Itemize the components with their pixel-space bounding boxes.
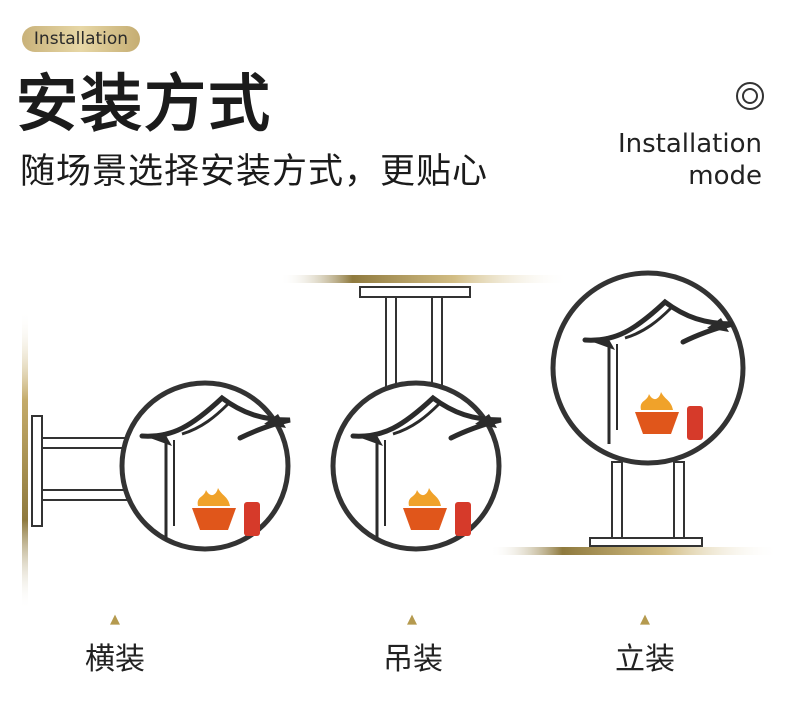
caption-hanging: 吊装	[383, 642, 443, 677]
stand-post-left	[611, 461, 623, 541]
arm-bottom	[41, 489, 129, 501]
hang-rod-right	[431, 296, 443, 388]
arm-top	[41, 437, 129, 449]
ceiling-bar	[280, 275, 570, 283]
wall-plate	[31, 415, 43, 527]
page-title: 安装方式	[16, 67, 273, 140]
floor-bar	[490, 547, 780, 555]
mode-label-line-1: Installation	[617, 129, 762, 159]
installation-badge: Installation	[22, 26, 140, 52]
ceiling-plate	[359, 286, 471, 298]
caption-horizontal: 横装	[85, 642, 145, 677]
page-subtitle: 随场景选择安装方式，更贴心	[20, 152, 489, 192]
sign-horizontal	[119, 380, 291, 552]
mode-label-line-2: mode	[688, 161, 762, 191]
hang-rod-left	[385, 296, 397, 388]
installation-mode-label: Installation mode	[618, 128, 762, 192]
concentric-circles-icon	[736, 82, 764, 110]
sign-standing	[550, 270, 746, 466]
triangle-up-icon: ▲	[110, 612, 120, 627]
stand-base	[589, 537, 703, 547]
caption-standing: 立装	[615, 642, 675, 677]
sign-hanging	[330, 380, 502, 552]
wall-bar-left	[22, 310, 28, 610]
triangle-up-icon: ▲	[407, 612, 417, 627]
triangle-up-icon: ▲	[640, 612, 650, 627]
stand-post-right	[673, 461, 685, 541]
